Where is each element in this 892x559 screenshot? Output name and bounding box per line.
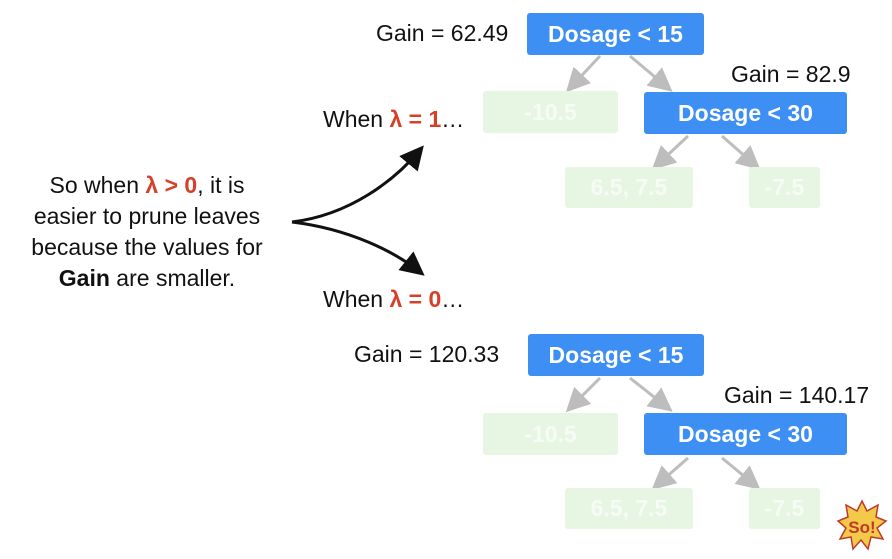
bottom-rr-leaf-node: -7.5 (749, 488, 820, 529)
bottom-root-split-node: Dosage < 15 (528, 334, 704, 376)
edge-top-root-right (629, 54, 673, 92)
top-tree-label: When λ = 1… (323, 108, 464, 131)
explanation-text: So when λ > 0, it is easier to prune lea… (18, 170, 276, 294)
bottom-left-leaf-node: -10.5 (483, 413, 618, 455)
edge-bottom-right-left (651, 456, 689, 490)
edge-bottom-right-right (721, 456, 761, 490)
explanation-gain-word: Gain (58, 265, 110, 291)
bottom-label-prefix: When (323, 286, 390, 312)
edge-top-root-left (565, 54, 602, 93)
top-root-split-node: Dosage < 15 (527, 13, 704, 55)
top-right-gain: Gain = 82.9 (731, 61, 851, 87)
top-label-prefix: When (323, 106, 390, 132)
fork-arrow-down (291, 220, 425, 276)
bottom-rl-leaf-node: 6.5, 7.5 (565, 488, 693, 529)
edge-top-right-right (721, 134, 761, 170)
edge-top-right-left (651, 134, 690, 171)
bottom-root-gain: Gain = 120.33 (354, 341, 500, 367)
top-label-lambda: λ = 1 (389, 106, 442, 132)
top-right-split-node: Dosage < 30 (644, 92, 847, 134)
explanation-part-1: So when (49, 172, 146, 198)
bottom-tree-label: When λ = 0… (323, 288, 464, 311)
bottom-right-split-node: Dosage < 30 (644, 413, 847, 455)
edge-bottom-root-right (629, 376, 673, 412)
bottom-right-gain: Gain = 140.17 (724, 382, 870, 408)
logo-text: So! (848, 518, 875, 537)
top-rr-leaf-node: -7.5 (749, 167, 820, 208)
bottom-label-lambda: λ = 0 (389, 286, 442, 312)
top-label-suffix: … (441, 106, 465, 132)
top-rl-leaf-node: 6.5, 7.5 (565, 167, 693, 208)
explanation-lambda: λ > 0 (145, 172, 198, 198)
edge-bottom-root-left (565, 376, 602, 413)
statquest-logo-icon: So! (836, 499, 888, 551)
explanation-part-3: are smaller. (109, 265, 236, 291)
explanation-part-2: , it is easier to prune leaves because t… (31, 172, 263, 260)
fork-arrow-up (291, 145, 424, 224)
top-root-gain: Gain = 62.49 (376, 20, 509, 46)
top-left-leaf-node: -10.5 (483, 91, 618, 133)
bottom-label-suffix: … (441, 286, 465, 312)
